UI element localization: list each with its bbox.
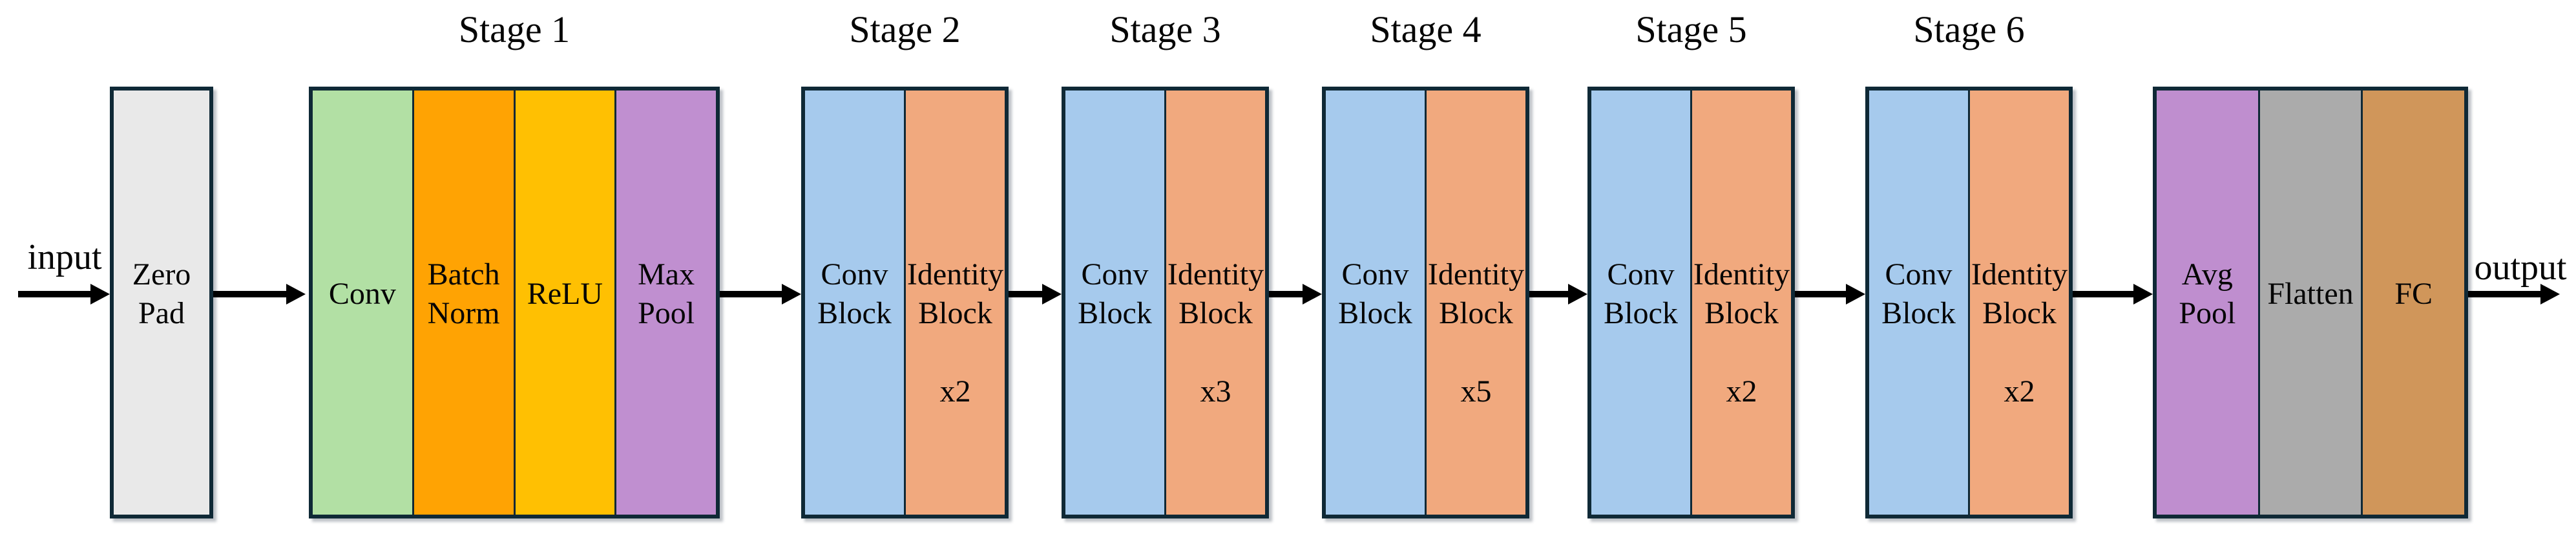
arrow-head-icon	[1303, 284, 1322, 304]
stage-5-title: Stage 5	[1635, 8, 1747, 50]
zero-pad-label: Zero Pad	[132, 257, 191, 330]
repeat-count: x3	[1200, 374, 1231, 409]
avg-pool-cell: Avg Pool	[2157, 91, 2258, 515]
stage-3-title: Stage 3	[1109, 8, 1221, 50]
conv-block-label: Conv Block	[1604, 257, 1678, 330]
flow-arrow	[2073, 284, 2153, 304]
flow-arrow	[1009, 284, 1062, 304]
conv-block-label: Conv Block	[1338, 257, 1412, 330]
batch-norm-label: Batch Norm	[427, 257, 500, 330]
conv-block-cell: Conv Block	[1869, 91, 1968, 515]
arrow-shaft	[1795, 291, 1850, 297]
repeat-count: x2	[2004, 374, 2035, 409]
arrow-shaft	[18, 291, 94, 297]
repeat-count: x2	[939, 374, 971, 409]
arrow-head-icon	[1846, 284, 1865, 304]
batch-norm-cell: Batch Norm	[412, 91, 514, 515]
stage-4-title: Stage 4	[1370, 8, 1482, 50]
flatten-label: Flatten	[2267, 276, 2354, 311]
arrow-head-icon	[1042, 284, 1062, 304]
fc-cell: FC	[2361, 91, 2465, 515]
conv-block-cell: Conv Block	[1065, 91, 1164, 515]
conv-block-cell: Conv Block	[805, 91, 904, 515]
arrow-head-icon	[286, 284, 306, 304]
identity-block-label: Identity Block	[1427, 257, 1525, 330]
output-head-box: Avg Pool Flatten FC	[2153, 87, 2468, 518]
arrow-head-icon	[1568, 284, 1587, 304]
stage-6-box: Conv Block Identity Block x2	[1865, 87, 2073, 518]
output-label: output	[2474, 248, 2567, 288]
stage-6-title: Stage 6	[1913, 8, 2025, 50]
zero-pad-cell: Zero Pad	[114, 91, 209, 515]
output-arrow	[2468, 284, 2560, 304]
stage-2-box: Conv Block Identity Block x2	[801, 87, 1009, 518]
conv-block-cell: Conv Block	[1326, 91, 1425, 515]
identity-block-cell: Identity Block x2	[904, 91, 1005, 515]
conv-label: Conv	[328, 276, 396, 311]
relu-cell: ReLU	[513, 91, 615, 515]
arrow-shaft	[1529, 291, 1572, 297]
identity-block-label: Identity Block	[906, 257, 1004, 330]
arrow-shaft	[213, 291, 290, 297]
arrow-head-icon	[2133, 284, 2153, 304]
input-arrow	[18, 284, 110, 304]
conv-block-label: Conv Block	[1078, 257, 1152, 330]
stage-1-title: Stage 1	[458, 8, 571, 50]
flow-arrow	[1529, 284, 1587, 304]
stage-5-box: Conv Block Identity Block x2	[1587, 87, 1795, 518]
flow-arrow	[1269, 284, 1322, 304]
arrow-head-icon	[2540, 284, 2560, 304]
input-label: input	[27, 237, 102, 277]
relu-label: ReLU	[527, 276, 603, 311]
flow-arrow	[213, 284, 306, 304]
identity-block-cell: Identity Block x2	[1968, 91, 2069, 515]
repeat-count: x5	[1460, 374, 1492, 409]
arrow-head-icon	[782, 284, 801, 304]
stage-1-box: Conv Batch Norm ReLU Max Pool	[309, 87, 720, 518]
conv-block-cell: Conv Block	[1591, 91, 1690, 515]
arrow-shaft	[2073, 291, 2137, 297]
identity-block-cell: Identity Block x2	[1690, 91, 1791, 515]
stage-3-box: Conv Block Identity Block x3	[1062, 87, 1269, 518]
identity-block-cell: Identity Block x3	[1164, 91, 1265, 515]
identity-block-cell: Identity Block x5	[1425, 91, 1525, 515]
repeat-count: x2	[1726, 374, 1757, 409]
conv-block-label: Conv Block	[1881, 257, 1956, 330]
conv-cell: Conv	[313, 91, 412, 515]
flow-arrow	[1795, 284, 1865, 304]
stage-2-title: Stage 2	[849, 8, 961, 50]
arrow-shaft	[2468, 291, 2544, 297]
stage-4-box: Conv Block Identity Block x5	[1322, 87, 1529, 518]
max-pool-label: Max Pool	[638, 257, 695, 330]
fc-label: FC	[2394, 276, 2433, 311]
avg-pool-label: Avg Pool	[2179, 257, 2236, 330]
conv-block-label: Conv Block	[817, 257, 892, 330]
zero-pad-box: Zero Pad	[110, 87, 213, 518]
arrow-shaft	[720, 291, 786, 297]
flow-arrow	[720, 284, 801, 304]
identity-block-label: Identity Block	[1167, 257, 1264, 330]
flatten-cell: Flatten	[2257, 91, 2361, 515]
identity-block-label: Identity Block	[1693, 257, 1790, 330]
arrow-shaft	[1269, 291, 1306, 297]
identity-block-label: Identity Block	[1971, 257, 2068, 330]
arrow-shaft	[1009, 291, 1046, 297]
max-pool-cell: Max Pool	[614, 91, 716, 515]
arrow-head-icon	[90, 284, 110, 304]
